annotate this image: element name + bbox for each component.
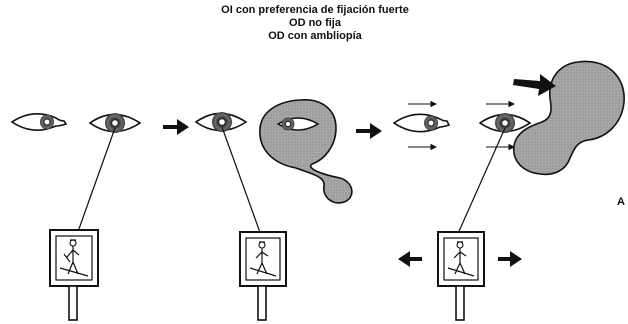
target-sign-icon-2 — [240, 232, 286, 320]
line-of-sight-3 — [456, 128, 505, 238]
arrow-right-icon — [163, 119, 189, 135]
arrow-right-icon-3 — [498, 251, 522, 267]
eye-right-icon-3 — [480, 113, 530, 133]
panel-3 — [394, 61, 624, 320]
arrow-right-icon-2 — [356, 123, 382, 139]
line-of-sight — [75, 128, 115, 240]
panel-1 — [12, 113, 189, 320]
arrow-left-icon — [398, 251, 422, 267]
target-sign-icon-3 — [438, 232, 484, 320]
eye-left-icon-3 — [394, 114, 449, 131]
panel-2 — [196, 100, 382, 320]
eye-right-fixating-icon — [90, 113, 140, 133]
preference-blob-icon-3 — [514, 61, 624, 174]
eye-right-fixating-icon-2 — [196, 112, 246, 132]
eye-left-deviated-icon — [12, 114, 66, 130]
preference-blob-icon — [260, 100, 352, 203]
line-of-sight-2 — [222, 127, 262, 238]
target-sign-icon — [50, 230, 98, 320]
